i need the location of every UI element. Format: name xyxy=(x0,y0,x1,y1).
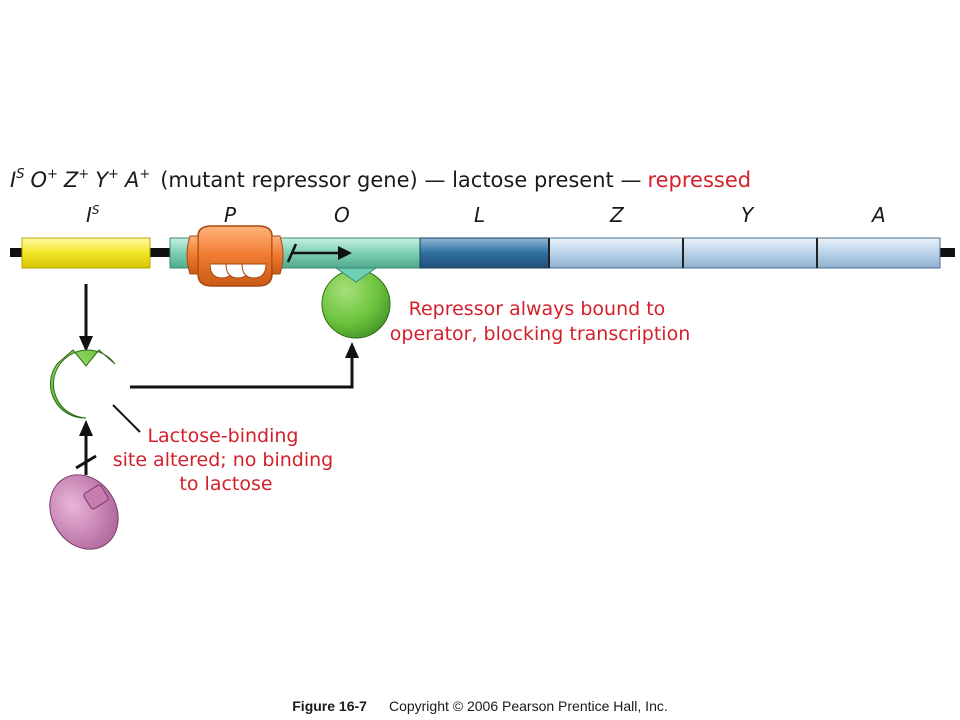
segment-label-Y: Y xyxy=(741,203,755,227)
segment-label-A: A xyxy=(870,203,886,227)
lactose-molecule xyxy=(49,474,119,550)
binding-site-annotation: Lactose-binding site altered; no binding… xyxy=(113,425,340,495)
rna-polymerase xyxy=(186,225,284,287)
structural-gene-Y xyxy=(682,237,818,269)
regulator-gene-I xyxy=(21,237,151,269)
binding-site-pointer xyxy=(112,404,141,433)
segment-label-Z: Z xyxy=(609,203,625,227)
copyright-text: Copyright © 2006 Pearson Prentice Hall, … xyxy=(388,698,668,714)
expression-arrow xyxy=(79,284,93,352)
blocked-lactose-arrow xyxy=(75,420,97,475)
repressor-annotation: Repressor always bound to operator, bloc… xyxy=(390,298,690,345)
segment-label-L: L xyxy=(474,203,485,227)
repressor-bound-to-operator xyxy=(321,267,391,339)
lac-L-segment xyxy=(419,237,550,269)
segment-label-I: IS xyxy=(86,203,100,227)
blocked-transcription-arrow xyxy=(286,243,352,263)
structural-gene-A xyxy=(816,237,941,269)
segment-label-P: P xyxy=(224,203,237,227)
figure-number: Figure 16-7 xyxy=(292,698,367,714)
binding-path-arrow xyxy=(130,342,359,389)
mutant-repressor xyxy=(50,349,116,419)
structural-gene-Z xyxy=(548,237,684,269)
segment-label-O: O xyxy=(334,203,350,227)
figure-caption: Figure 16-7 Copyright © 2006 Pearson Pren… xyxy=(0,698,960,714)
